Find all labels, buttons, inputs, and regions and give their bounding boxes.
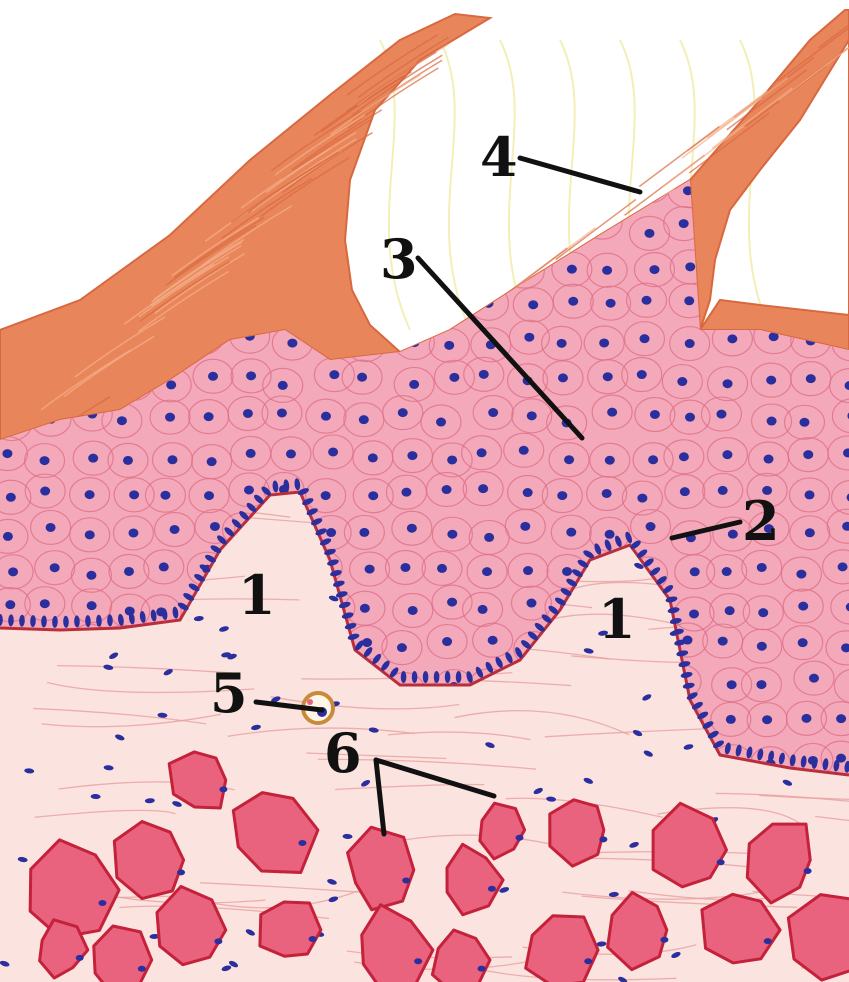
label-4: 4 <box>480 125 518 189</box>
label-5: 5 <box>210 661 248 725</box>
label-1-right: 1 <box>598 587 636 651</box>
label-1-left: 1 <box>238 563 276 627</box>
leader-line-4 <box>520 158 640 192</box>
label-3: 3 <box>380 227 418 291</box>
label-2: 2 <box>742 489 780 553</box>
label-6: 6 <box>324 721 362 785</box>
